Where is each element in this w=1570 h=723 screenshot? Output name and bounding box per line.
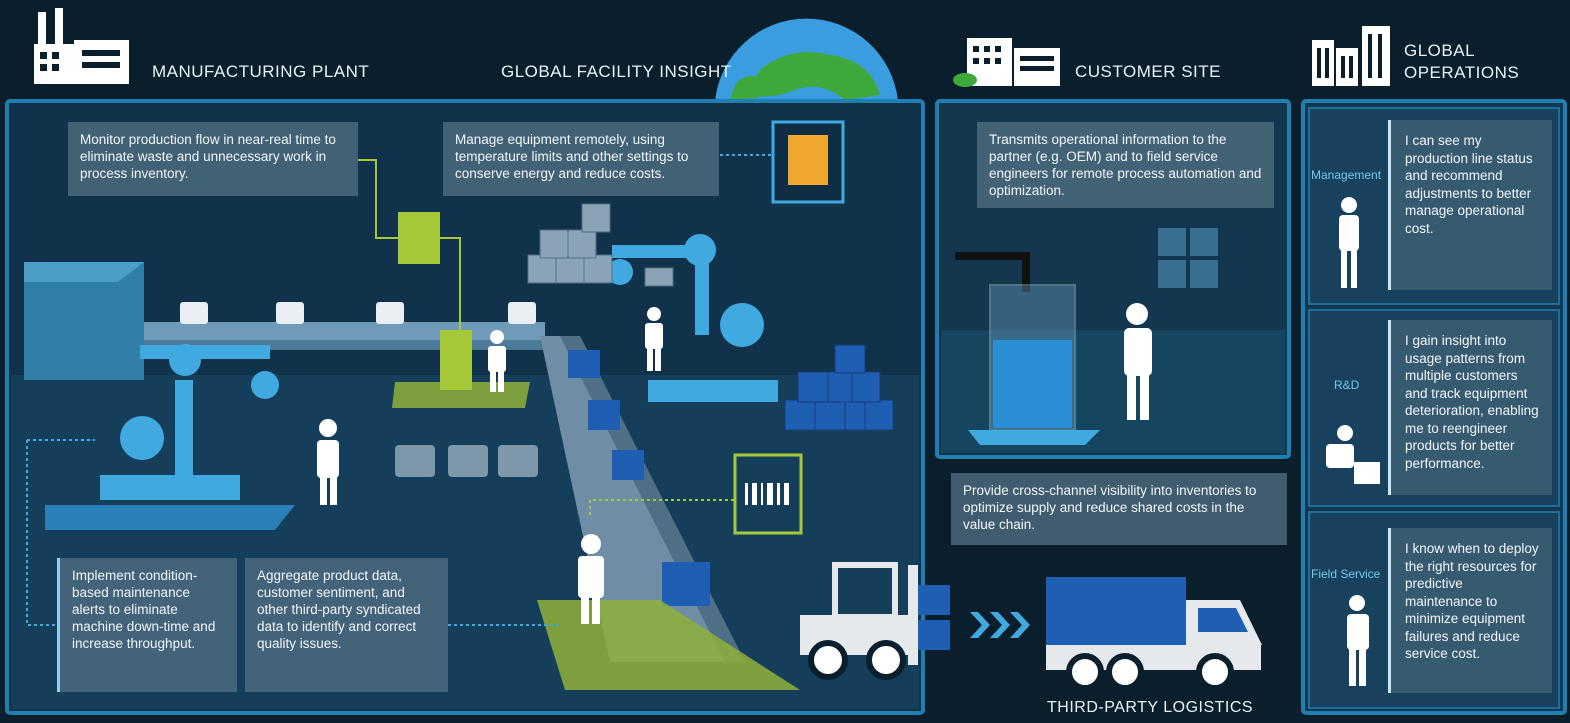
tablet-device <box>398 212 440 264</box>
barrels <box>395 445 538 477</box>
tank-icon <box>955 252 1100 445</box>
customer-person-icon <box>1124 303 1152 420</box>
customer-site-header: CUSTOMER SITE <box>1075 62 1221 81</box>
transmits-info-note: Transmits operational information to the… <box>977 122 1274 208</box>
condition-based-maintenance-note: Implement condition-based maintenance al… <box>57 558 237 692</box>
truck-icon <box>1046 577 1262 691</box>
window-icon <box>1158 228 1218 288</box>
global-operations-line1: GLOBAL <box>1404 41 1476 60</box>
monitor-production-note: Monitor production flow in near-real tim… <box>68 122 358 196</box>
cross-channel-visibility-note: Provide cross-channel visibility into in… <box>951 473 1287 545</box>
customer-buildings-icon <box>953 38 1060 87</box>
manage-equipment-note: Manage equipment remotely, using tempera… <box>443 122 719 196</box>
role-text-field-service: I know when to deploy the right resource… <box>1388 528 1552 693</box>
barcode-scanner-display <box>733 453 803 535</box>
worker-icons <box>317 307 663 624</box>
motor-icons <box>180 302 536 324</box>
globe-icon <box>715 18 898 102</box>
connector-lines <box>358 159 735 515</box>
conveyor-boxes <box>568 350 710 606</box>
role-label-management: Management <box>1311 168 1382 182</box>
arrows-icon <box>970 612 1030 638</box>
third-party-logistics-header: THIRD-PARTY LOGISTICS <box>1047 699 1254 716</box>
city-skyline-icon <box>1312 26 1390 86</box>
aggregate-product-data-note: Aggregate product data, customer sentime… <box>245 558 448 692</box>
green-platforms <box>392 330 800 690</box>
global-operations-header: GLOBAL OPERATIONS <box>1404 40 1519 84</box>
factory-icon <box>34 8 129 84</box>
global-operations-line2: OPERATIONS <box>1404 63 1520 82</box>
role-label-field-service: Field Service <box>1311 567 1381 581</box>
role-text-rnd: I gain insight into usage patterns from … <box>1388 320 1552 495</box>
role-text-management: I can see my production line status and … <box>1388 120 1552 290</box>
manufacturing-plant-header: MANUFACTURING PLANT <box>152 62 370 81</box>
crate-stack-blue <box>784 344 894 431</box>
robot-arm-right <box>607 234 778 402</box>
crate-stack-gray <box>527 203 674 287</box>
robot-arm-left <box>45 344 295 530</box>
role-person-icons <box>1326 197 1380 686</box>
global-facility-insight-header: GLOBAL FACILITY INSIGHT <box>501 62 732 81</box>
forklift-icon <box>800 562 950 680</box>
role-label-rnd: R&D <box>1334 378 1360 392</box>
